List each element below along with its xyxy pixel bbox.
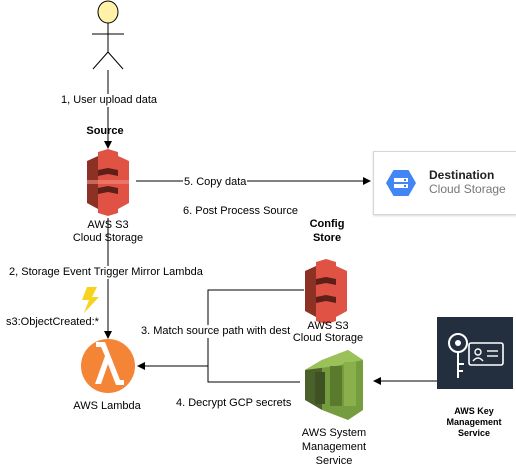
destination-title: Destination <box>429 168 495 182</box>
ssm-label-line1: AWS System <box>301 427 367 439</box>
edge-label-user-upload: 1, User upload data <box>60 94 159 107</box>
destination-node: Destination Cloud Storage <box>373 151 516 215</box>
source-title: Source <box>86 125 124 137</box>
edge-label-post-process: 6. Post Process Source <box>183 205 298 217</box>
edge-label-storage-trigger: 2, Storage Event Trigger Mirror Lambda <box>8 266 204 279</box>
s3-config-label-line1: AWS S3 <box>307 320 349 332</box>
s3-config-label-line2: Cloud Storage <box>292 332 364 344</box>
lambda-icon <box>81 339 135 393</box>
kms-icon <box>437 317 513 389</box>
config-store-title-line2: Store <box>312 232 342 244</box>
gcp-storage-icon <box>386 170 416 196</box>
s3-config-icon <box>305 259 347 324</box>
config-store-title-line1: Config <box>309 218 345 230</box>
edge-label-match-path: 3. Match source path with dest <box>140 325 292 338</box>
ssm-label-line2: Management <box>301 441 367 453</box>
user-actor-icon <box>92 0 124 70</box>
edge-label-copy-data: 5. Copy data <box>183 176 248 189</box>
edge-ssm-to-lambda <box>207 366 300 383</box>
s3-source-label-line1: AWS S3 <box>87 219 129 231</box>
edge-label-decrypt: 4. Decrypt GCP secrets <box>175 397 293 410</box>
s3-source-label-line2: Cloud Storage <box>72 232 144 244</box>
destination-subtitle: Cloud Storage <box>429 182 506 196</box>
lambda-label: AWS Lambda <box>73 400 141 412</box>
kms-label-line2: Management <box>446 417 502 427</box>
trigger-event-label: s3:ObjectCreated:* <box>6 316 99 328</box>
s3-source-icon <box>87 149 129 216</box>
kms-label-line3: Service <box>457 428 491 438</box>
ssm-label-line3: Service <box>315 455 353 467</box>
lightning-icon <box>82 287 99 313</box>
kms-label-line1: AWS Key <box>454 406 494 416</box>
ssm-icon <box>305 350 363 420</box>
